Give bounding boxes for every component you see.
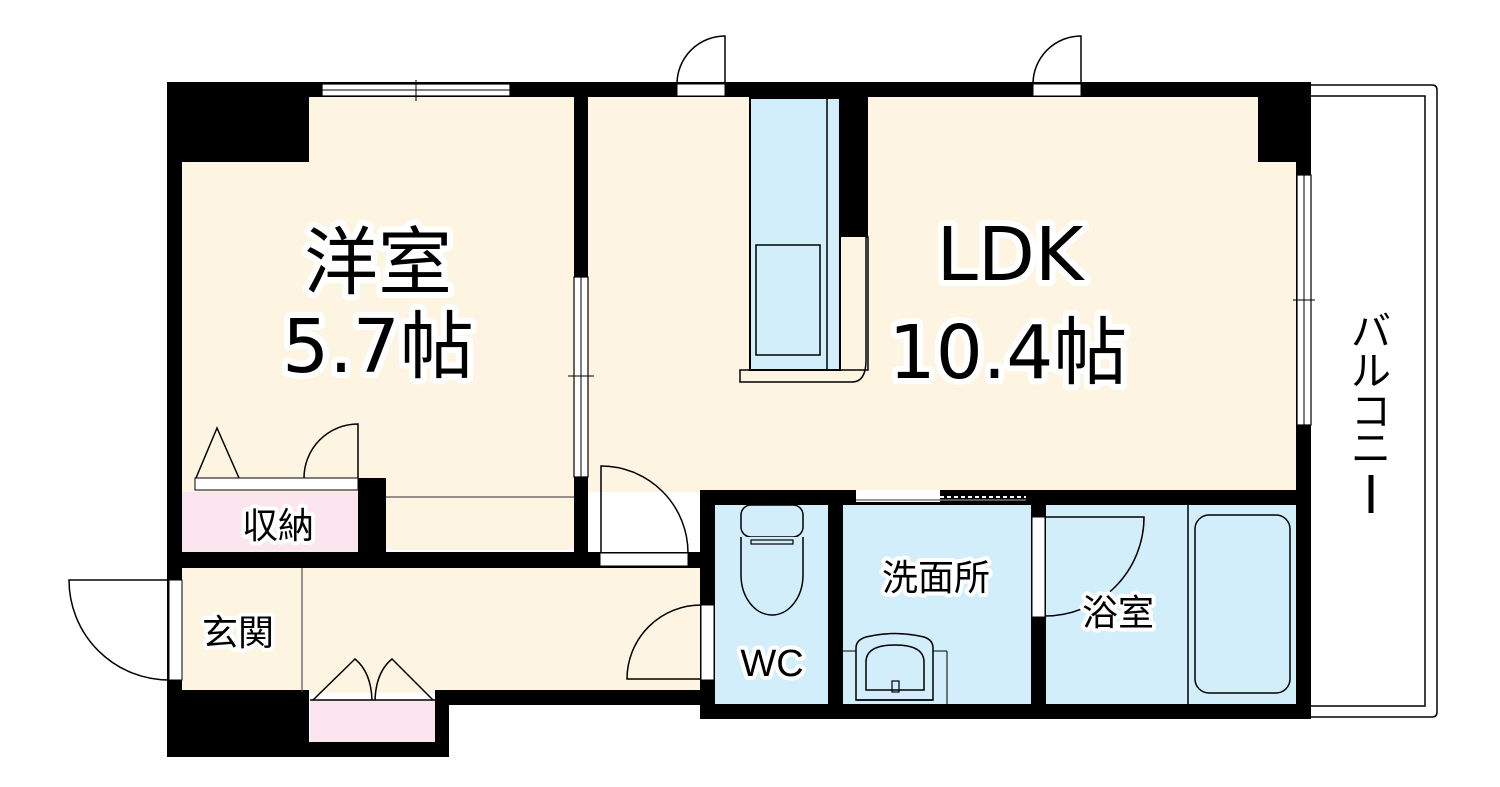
- balcony: [1310, 84, 1438, 718]
- window-divider: [568, 276, 594, 478]
- svg-text:コ: コ: [1351, 389, 1391, 435]
- balcony-label: バ ル コ ニ: [1351, 309, 1391, 513]
- window-ldk-balcony: [1293, 174, 1315, 426]
- bathroom-label: 浴室: [1082, 593, 1154, 634]
- storage-label: 収納: [242, 506, 314, 547]
- entrance-label: 玄関: [202, 613, 274, 654]
- door-bathroom: [1031, 516, 1145, 618]
- window-washroom-top: [856, 490, 1026, 502]
- door-toilet: [626, 604, 715, 681]
- door-entrance: [68, 579, 183, 681]
- window-western-top: [321, 80, 511, 101]
- floor-areas: [182, 95, 1303, 743]
- svg-text:バ: バ: [1351, 309, 1391, 355]
- toilet-icon: [740, 504, 804, 616]
- door-storage: [194, 423, 359, 491]
- western-room-floor: [182, 95, 575, 550]
- ldk-label: LDK: [937, 212, 1086, 298]
- svg-text:ル: ル: [1351, 349, 1391, 395]
- shoe-cabinet-floor: [310, 700, 435, 743]
- hall-floor: [182, 565, 702, 693]
- doors: [68, 35, 1145, 701]
- windows: [321, 80, 1315, 502]
- toilet-label: WC: [740, 643, 803, 685]
- kitchen-counter: [739, 97, 869, 383]
- svg-text:ニ: ニ: [1351, 426, 1391, 472]
- door-western-room: [599, 465, 689, 567]
- washroom-label: 洗面所: [882, 558, 990, 599]
- sink-icon: [755, 244, 821, 356]
- ldk-size: 10.4帖: [889, 310, 1128, 396]
- door-shoe-cabinet: [310, 657, 435, 701]
- door-top-left: [676, 35, 726, 97]
- western-room-label: 洋室: [304, 220, 452, 306]
- bathtub-icon: [1187, 505, 1291, 705]
- ldk-floor: [585, 95, 1303, 492]
- storage-floor: [182, 492, 372, 553]
- western-room-size: 5.7帖: [282, 304, 474, 390]
- washbasin-icon: [843, 632, 948, 705]
- long-vowel-mark: [1368, 475, 1374, 513]
- door-top-right: [1032, 35, 1082, 97]
